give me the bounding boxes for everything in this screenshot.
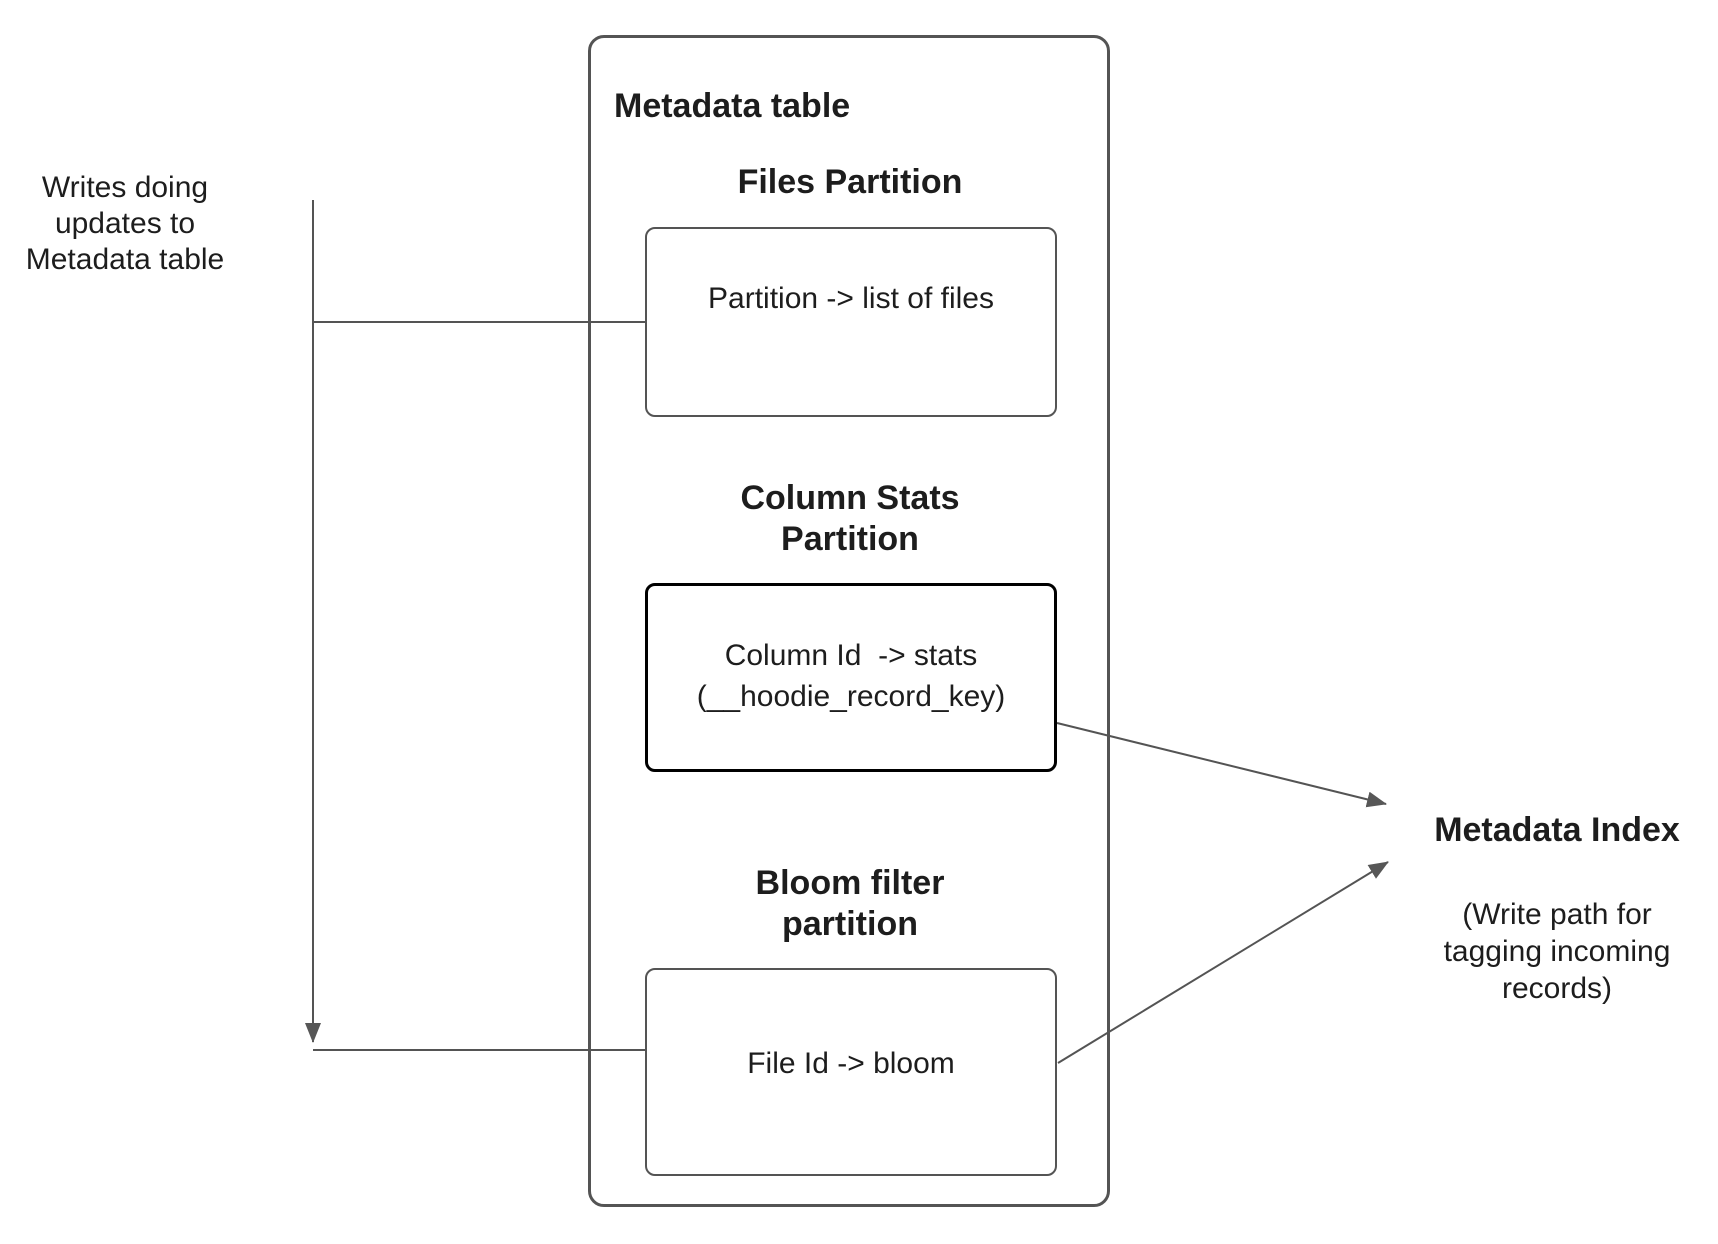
files-partition-heading-line: Files Partition [737, 163, 963, 201]
column-stats-partition-box: Column Id -> stats (__hoodie_record_key) [645, 583, 1057, 772]
column-stats-text-line-1: Column Id -> stats [724, 638, 978, 672]
metadata-table-title: Metadata table [614, 87, 851, 125]
writes-note: Writes doing updates to Metadata table [25, 171, 225, 276]
bloom-filter-heading-line-2: partition [782, 905, 918, 943]
bloom-filter-text: File Id -> bloom [747, 1046, 955, 1080]
column-stats-to-index-arrow [1056, 722, 1387, 808]
bloom-filter-partition-heading: Bloom filter partition [650, 863, 1050, 945]
metadata-table-container [588, 35, 1110, 1207]
column-stats-partition-heading: Column Stats Partition [650, 478, 1050, 560]
bloom-to-index-arrow [1057, 861, 1389, 1064]
files-partition-box: Partition -> list of files [645, 227, 1057, 417]
metadata-index-title: Metadata Index [1434, 811, 1680, 849]
files-partition-heading: Files Partition [650, 162, 1050, 203]
column-stats-heading-line-2: Partition [781, 520, 919, 558]
bloom-filter-heading-line-1: Bloom filter [755, 864, 945, 902]
files-partition-text: Partition -> list of files [708, 281, 994, 315]
metadata-index-subtitle: (Write path for tagging incoming records… [1443, 898, 1671, 1005]
column-stats-heading-line-1: Column Stats [740, 479, 960, 517]
bloom-filter-partition-box: File Id -> bloom [645, 968, 1057, 1176]
column-stats-text-line-2: (__hoodie_record_key) [696, 679, 1006, 713]
